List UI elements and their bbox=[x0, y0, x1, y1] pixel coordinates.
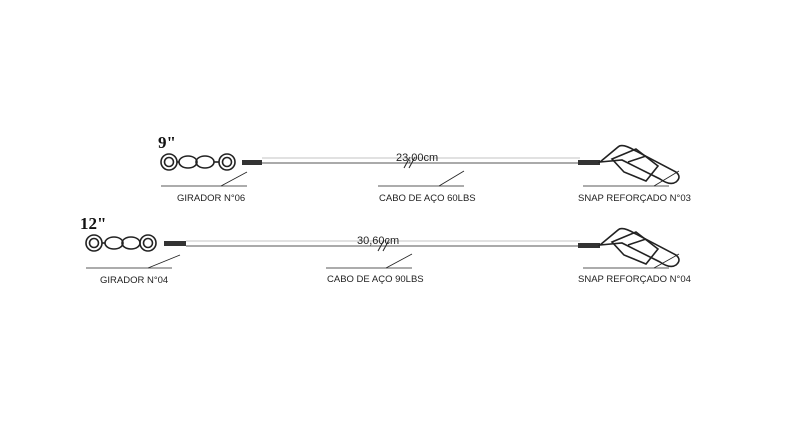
size-label: 9" bbox=[158, 133, 176, 152]
swivel-label: GIRADOR N°06 bbox=[177, 193, 245, 204]
swivel-icon bbox=[160, 153, 236, 171]
leader-9in: 9" 23,00cm bbox=[158, 133, 691, 204]
length-label: 30,60cm bbox=[357, 235, 399, 247]
break-mark-icon bbox=[377, 239, 390, 252]
leader-line bbox=[220, 171, 248, 187]
swivel-icon bbox=[85, 234, 157, 252]
snap-icon bbox=[597, 144, 680, 185]
break-mark-icon bbox=[403, 156, 416, 169]
crimp-sleeve bbox=[164, 241, 186, 246]
leader-line bbox=[653, 253, 680, 269]
size-label: 12" bbox=[80, 214, 106, 233]
length-label: 23,00cm bbox=[396, 152, 438, 164]
snap-icon bbox=[597, 227, 680, 268]
crimp-sleeve bbox=[578, 160, 600, 165]
leader-line bbox=[385, 253, 413, 269]
snap-label: SNAP REFORÇADO N°04 bbox=[578, 274, 691, 285]
leader-line bbox=[653, 170, 680, 187]
leader-line bbox=[438, 170, 465, 187]
crimp-sleeve bbox=[242, 160, 262, 165]
swivel-label: GIRADOR N°04 bbox=[100, 275, 168, 286]
leader-line bbox=[147, 254, 181, 269]
crimp-sleeve bbox=[578, 243, 600, 248]
cable-label: CABO DE AÇO 60LBS bbox=[379, 193, 476, 204]
cable-label: CABO DE AÇO 90LBS bbox=[327, 274, 424, 285]
snap-label: SNAP REFORÇADO N°03 bbox=[578, 193, 691, 204]
leader-12in: 12" 30,60cm GIRADOR N°04 bbox=[80, 214, 691, 286]
